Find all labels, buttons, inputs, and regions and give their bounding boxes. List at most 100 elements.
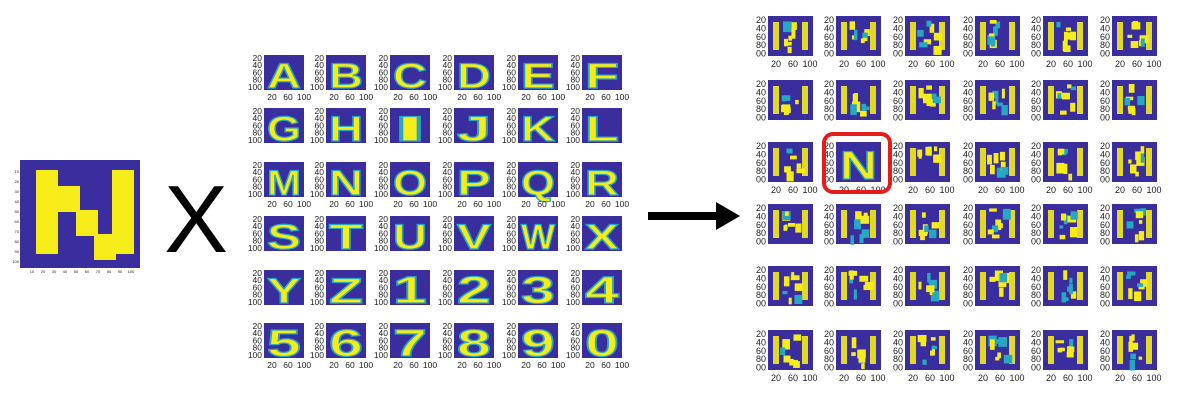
y-tick-label: 100 [502, 135, 516, 145]
y-tick-label: 20 [963, 79, 973, 89]
y-tick-label: 40 [756, 87, 766, 97]
result-stroke [1127, 34, 1133, 38]
result-stroke [1009, 86, 1015, 114]
template-glyph: X [585, 218, 620, 257]
y-tick-label: 20 [824, 79, 834, 89]
result-stroke [1061, 292, 1067, 303]
result-stroke [926, 285, 935, 293]
x-tick-label: 20 [393, 92, 403, 102]
y-tick-label: 60 [571, 335, 581, 345]
result-stroke [1138, 356, 1143, 360]
x-tick-label: 60 [1132, 59, 1142, 69]
y-tick-label: 00 [963, 363, 973, 373]
y-tick-label: 40 [1100, 87, 1110, 97]
input-letter-shape [36, 170, 134, 260]
result-stroke [788, 22, 797, 30]
result-stroke [933, 146, 938, 152]
y-tick-label: 40 [507, 60, 517, 70]
template-glyph: U [393, 218, 427, 257]
template-glyph: K [521, 110, 555, 149]
x-tick-label: 100 [1009, 59, 1024, 69]
result-stroke [1001, 88, 1005, 99]
result-stroke [794, 294, 803, 305]
y-tick-label: 40 [443, 275, 453, 285]
result-stroke [1129, 360, 1135, 371]
y-tick-label: 80 [963, 166, 973, 176]
result-stroke [1140, 38, 1145, 47]
y-tick-label: 100 [248, 350, 262, 360]
result-stroke [773, 210, 779, 238]
result-stroke [1060, 213, 1066, 221]
result-stroke [910, 336, 916, 364]
y-tick-label: 20 [315, 106, 325, 116]
result-stroke [922, 93, 932, 104]
template-glyph: 8 [457, 323, 491, 365]
x-tick-label: 20 [585, 199, 595, 209]
x-tick-label: 100 [1077, 373, 1092, 383]
x-tick-label: 20 [1046, 59, 1056, 69]
result-stroke [857, 349, 866, 359]
result-stroke [1146, 210, 1152, 238]
result-stroke [980, 86, 986, 114]
result-stroke [1056, 21, 1061, 28]
template-glyph: Y [267, 272, 301, 311]
y-tick-label: 80 [893, 290, 903, 300]
y-tick-label: 20 [1100, 329, 1110, 339]
y-tick-label: 80 [443, 75, 453, 85]
result-stroke [786, 148, 793, 154]
y-tick-label: 40 [253, 221, 263, 231]
template-bg [264, 108, 304, 143]
y-tick-label: 100 [566, 135, 580, 145]
result-stroke [1059, 225, 1064, 229]
y-tick-label: 80 [379, 290, 389, 300]
y-tick-label: 40 [824, 23, 834, 33]
x-tick-label: 20 [978, 185, 988, 195]
y-tick-label: 60 [1031, 346, 1041, 356]
template-bg [518, 55, 558, 90]
result-stroke [923, 39, 932, 45]
result-stroke [987, 229, 994, 235]
x-tick-label: 20 [267, 92, 277, 102]
y-tick-label: 60 [571, 67, 581, 77]
result-stroke [854, 219, 862, 230]
y-tick-label: 20 [824, 203, 834, 213]
y-tick-label: 00 [1031, 175, 1041, 185]
y-tick-label: 80 [1031, 40, 1041, 50]
y-tick-label: 00 [1031, 299, 1041, 309]
y-tick-label: 60 [893, 32, 903, 42]
result-stroke [1131, 22, 1141, 30]
y-tick-label: 100 [502, 243, 516, 253]
y-tick-label: 20 [1031, 15, 1041, 25]
y-tick-label: 60 [15, 219, 20, 224]
y-tick-label: 60 [571, 174, 581, 184]
result-stroke [790, 275, 800, 281]
template-bg [518, 162, 558, 197]
result-stroke [1128, 288, 1133, 300]
y-tick-label: 80 [379, 182, 389, 192]
result-stroke [918, 281, 922, 290]
result-stroke [939, 148, 945, 176]
x-tick-label: 60 [925, 373, 935, 383]
y-tick-label: 20 [253, 160, 263, 170]
result-stroke [1003, 354, 1013, 364]
result-stroke [870, 86, 876, 114]
template-glyph: J [457, 110, 491, 149]
y-tick-label: 80 [824, 354, 834, 364]
x-tick-label: 60 [601, 199, 611, 209]
y-tick-label: 80 [824, 290, 834, 300]
result-stroke [1057, 148, 1065, 155]
result-stroke [1137, 96, 1145, 106]
y-tick-label: 20 [893, 15, 903, 25]
y-tick-label: 00 [893, 237, 903, 247]
result-stroke [998, 337, 1008, 347]
y-tick-label: 40 [1031, 337, 1041, 347]
result-stroke [773, 86, 779, 114]
